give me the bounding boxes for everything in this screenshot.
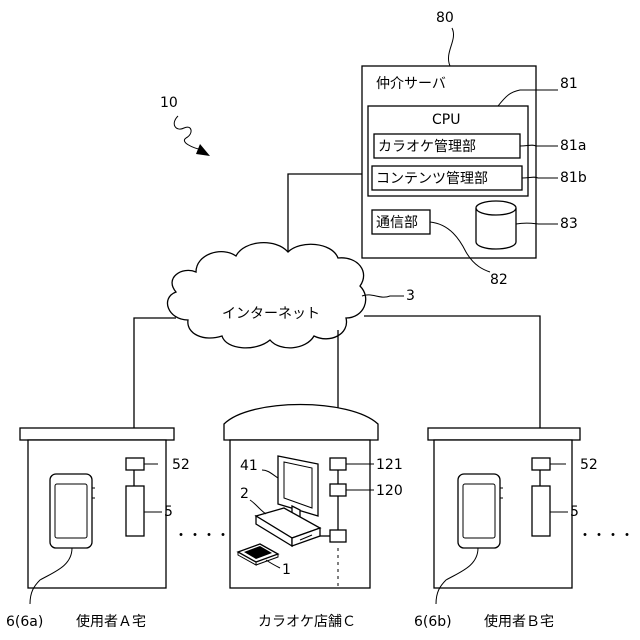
house-a-router-ref: 52 [172,457,190,473]
house-b-device [532,486,550,536]
cpu-label: CPU [432,112,460,128]
karaoke-store: 121 120 41 2 [224,405,403,631]
communication-unit-label: 通信部 [376,215,418,231]
house-b-router [532,458,550,470]
house-a-label: 使用者Ａ宅 [76,613,146,630]
house-b-smartphone-icon [458,474,503,548]
server-internet-link [288,174,362,254]
comm-ref-label: 82 [490,272,508,288]
house-a-device [126,486,144,536]
house-a-phone-ref: 6(6a) [6,614,43,630]
mediation-server: 80 仲介サーバ CPU 81 カラオケ管理部 81a コンテンツ管理部 81b… [362,10,587,288]
house-b-router-ref: 52 [580,457,598,473]
content-mgmt-ref-leader [522,177,558,178]
house-b-label: 使用者Ｂ宅 [484,613,554,630]
house-a-device-ref: 5 [164,504,173,520]
store-tablet-ref: 1 [282,562,291,578]
house-a-router [126,458,144,470]
server-ref-label: 80 [436,10,454,26]
store-roof [224,405,378,441]
store-monitor-ref: 41 [240,458,258,474]
system-ref-arrowhead [196,144,210,156]
store-router-ref: 121 [376,457,403,473]
internet-ref-label: 3 [406,288,415,304]
system-ref-squiggle [174,116,203,150]
house-b-body [434,440,572,588]
internet-ref-leader [362,295,404,297]
store-switch-ref: 120 [376,483,403,499]
house-a: 52 5 6(6a) 使用者Ａ宅 [6,428,190,630]
database-icon [476,201,516,249]
karaoke-mgmt-ref-leader [520,145,558,146]
karaoke-mgmt-ref-label: 81a [560,138,586,154]
store-label: カラオケ店舗Ｃ [258,614,356,630]
cpu-ref-label: 81 [560,76,578,92]
store-port [330,530,346,542]
house-a-smartphone-icon [50,474,95,548]
house-a-roof [20,428,174,440]
house-b-continuation-dots: ・・・・ [578,528,634,544]
internet-label: インターネット [222,306,320,322]
karaoke-management-label: カラオケ管理部 [378,139,476,155]
server-ref-leader [448,28,453,66]
store-terminal-ref: 2 [240,486,249,502]
house-b-device-ref: 5 [570,504,579,520]
system-ref-label: 10 [160,95,178,111]
house-b-roof [428,428,580,440]
db-ref-label: 83 [560,216,578,232]
house-b-phone-ref: 6(6b) [414,614,452,630]
house-a-continuation-dots: ・・・・ [174,528,230,544]
content-management-label: コンテンツ管理部 [376,171,488,187]
system-reference: 10 [160,95,210,156]
house-a-body [28,440,166,588]
store-switch [330,484,346,496]
server-title: 仲介サーバ [376,76,446,92]
house-b: 52 5 6(6b) 使用者Ｂ宅 [414,428,598,630]
content-mgmt-ref-label: 81b [560,170,587,186]
store-router [330,458,346,470]
